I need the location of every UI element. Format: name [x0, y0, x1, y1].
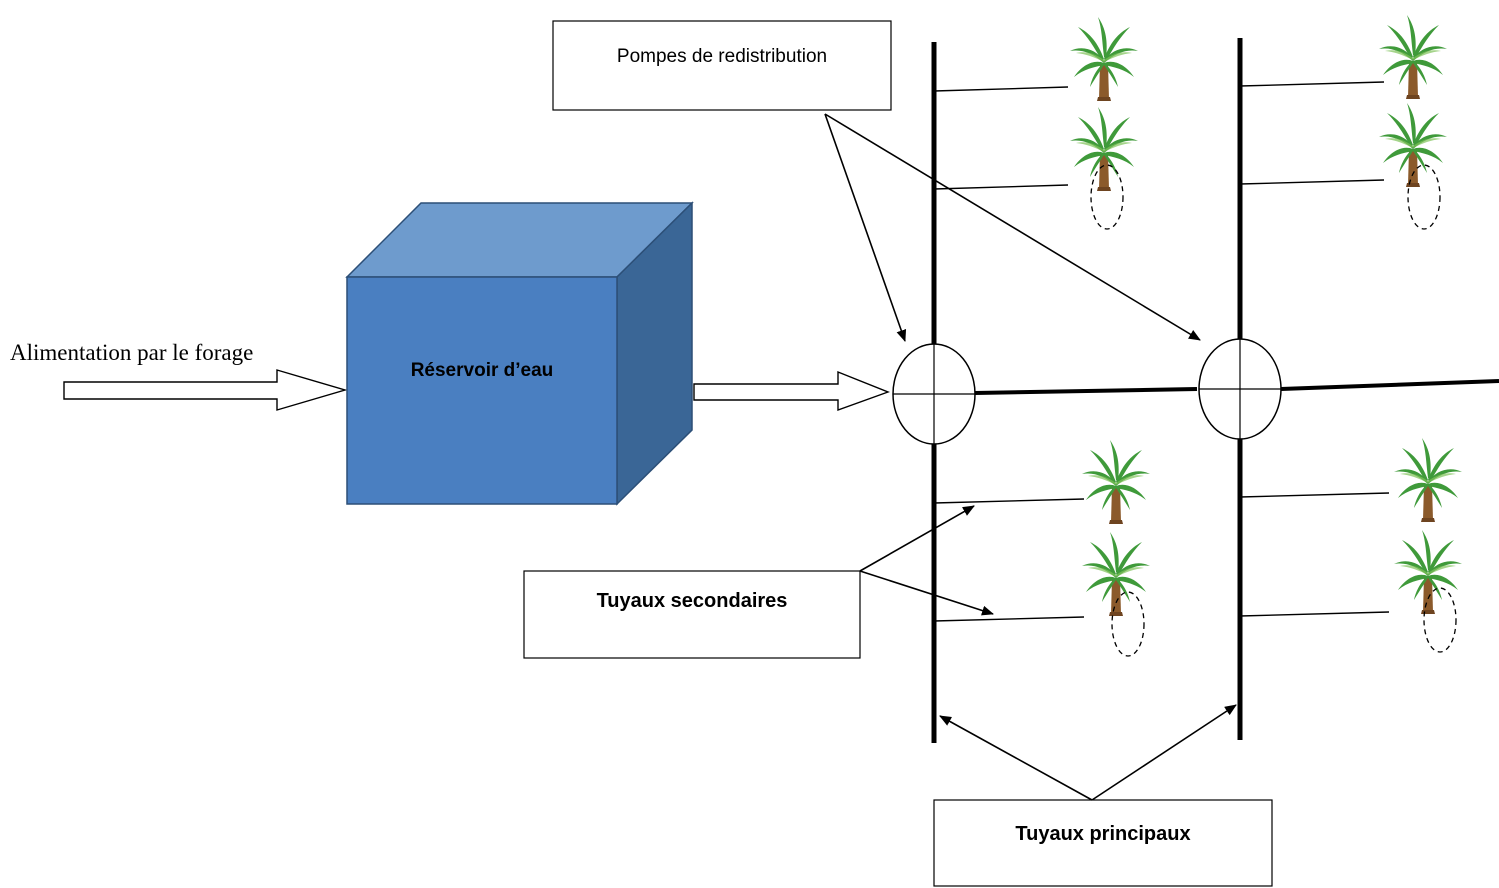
main-pipes-label-box — [933, 799, 1273, 887]
palm-tree-icon — [1394, 438, 1462, 522]
secondary-pipe — [1239, 611, 1390, 617]
reservoir-outlet-arrow — [693, 370, 890, 411]
secondary-pipes-label: Tuyaux secondaires — [597, 590, 788, 612]
pump-icon — [1198, 338, 1282, 440]
palm-tree-icon — [1082, 440, 1150, 524]
reservoir-label: Réservoir d’eau — [411, 360, 554, 381]
secondary-pipe — [933, 86, 1069, 92]
reservoir-cube: Réservoir d’eau — [345, 201, 694, 506]
secondary-pipe — [933, 498, 1085, 504]
irrigation-zone — [1111, 591, 1145, 657]
secondary-pipe — [933, 184, 1069, 190]
secondary-pipe — [933, 616, 1085, 622]
pump-pointer-arrow — [824, 113, 1201, 341]
distribution-pipe-1 — [974, 387, 1198, 395]
distribution-pipe-2 — [1280, 379, 1499, 391]
secondary-pipes-label-box — [523, 570, 861, 659]
reservoir-front-face — [346, 276, 618, 505]
secondary-pointer-arrow — [859, 505, 975, 572]
main-pointer-arrow — [1091, 704, 1237, 801]
palm-tree-icon — [1070, 17, 1138, 101]
palm-tree-icon — [1394, 530, 1462, 614]
secondary-pipe — [1239, 81, 1385, 87]
pump-icon — [892, 343, 976, 445]
feed-label: Alimentation par le forage — [10, 340, 253, 365]
feed-arrow — [63, 369, 348, 411]
pumps-label-box — [552, 20, 892, 111]
pump-pointer-arrow — [824, 113, 907, 342]
irrigation-zone — [1423, 587, 1457, 653]
secondary-pipe — [1239, 492, 1390, 498]
main-pipes-label: Tuyaux principaux — [1015, 823, 1190, 845]
main-pointer-arrow — [939, 715, 1093, 801]
palm-tree-icon — [1082, 532, 1150, 616]
secondary-pipe — [1239, 179, 1385, 185]
secondary-pointer-arrow — [859, 570, 994, 616]
irrigation-zone — [1090, 164, 1124, 230]
irrigation-zone — [1407, 164, 1441, 230]
palm-tree-icon — [1379, 15, 1447, 99]
palm-tree-icon — [1070, 107, 1138, 191]
pumps-label: Pompes de redistribution — [617, 46, 827, 67]
